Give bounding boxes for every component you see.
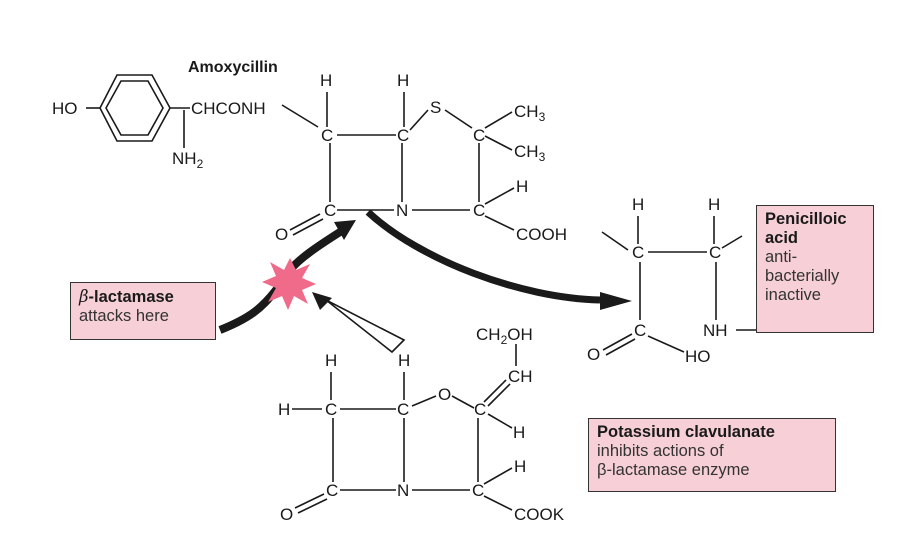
h-label: H [325,351,337,370]
callout-text: anti- [765,248,798,266]
inhibit-arrow-icon [312,292,406,354]
o-label: O [438,385,451,404]
callout-text: bacterially [765,267,840,285]
c-label: C [324,201,336,220]
benzene-ring [99,74,171,142]
c-label: C [634,321,646,340]
penicilloic-molecule: H H C C C NH O HO [587,195,756,366]
c-label: C [474,400,486,419]
o-label: O [280,505,293,524]
callout-heading: β-lactamase [79,287,174,306]
beta-lactamase-callout: β-lactamase attacks here [70,282,216,340]
nh2-label: NH2 [172,149,204,171]
cooh-label: COOH [516,225,567,244]
h-label: H [514,457,526,476]
cook-label: COOK [514,505,565,524]
attack-burst-icon [262,258,316,310]
ch3-label: CH3 [514,142,546,164]
callout-text: inhibits actions of [597,442,724,460]
callout-heading: acid [765,229,799,247]
callout-text: inactive [765,286,821,304]
ch3-label: CH3 [514,102,546,124]
c-label: C [709,243,721,262]
h-label: H [513,423,525,442]
h-label: H [516,177,528,196]
c-label: C [321,126,333,145]
s-label: S [430,98,441,117]
c-label: C [397,400,409,419]
ho-label: HO [685,347,711,366]
c-label: C [632,243,644,262]
clavulanate-callout: Potassium clavulanate inhibits actions o… [588,418,836,492]
h-label: H [632,195,644,214]
h-label: H [278,400,290,419]
n-label: N [396,201,408,220]
c-label: C [472,481,484,500]
c-label: C [325,400,337,419]
callout-text: attacks here [79,307,169,325]
h-label: H [320,71,332,90]
c-label: C [473,126,485,145]
clavulanate-molecule: CH2OH CH H H H C C O C H C N C H O COOK [278,325,565,524]
callout-text: β-lactamase enzyme [597,461,750,479]
o-label: O [275,225,288,244]
c-label: C [473,201,485,220]
c-label: C [326,481,338,500]
o-label: O [587,345,600,364]
h-label: H [398,351,410,370]
amoxycillin-molecule: Amoxycillin HO CHCONH NH2 H H C [52,59,567,244]
callout-heading: Potassium clavulanate [597,423,775,441]
nh-label: NH [703,321,728,340]
c-label: C [397,126,409,145]
chconh-label: CHCONH [191,99,266,118]
h-label: H [708,195,720,214]
ch2oh-label: CH2OH [476,325,533,347]
penicilloic-acid-callout: Penicilloic acid anti- bacterially inact… [756,205,874,333]
ho-label: HO [52,99,78,118]
n-label: N [397,481,409,500]
amoxycillin-title: Amoxycillin [188,59,278,76]
callout-heading: Penicilloic [765,210,847,228]
h-label: H [397,71,409,90]
curved-arrow-icon [365,209,632,310]
ch-label: CH [508,367,533,386]
